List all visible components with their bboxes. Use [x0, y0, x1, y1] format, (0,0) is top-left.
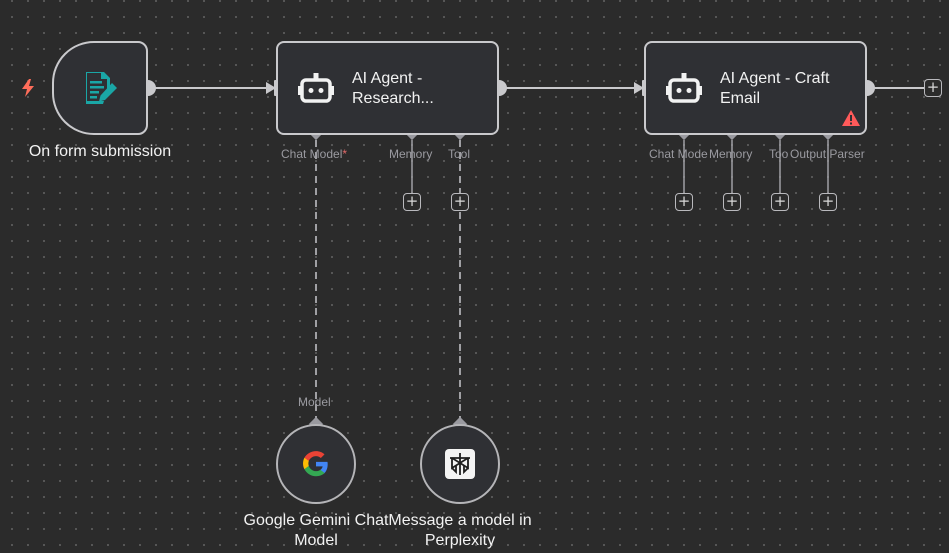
trigger-label: On form submission: [28, 143, 172, 160]
handle-label-output-parser: Output Parser: [790, 147, 865, 161]
add-tool-button[interactable]: +: [451, 193, 469, 211]
perplexity-message-node[interactable]: [420, 424, 500, 504]
perplexity-label: Message a model in Perplexity: [388, 512, 532, 549]
add-output-parser-button[interactable]: +: [819, 193, 837, 211]
add-memory-button[interactable]: +: [403, 193, 421, 211]
handle-label-model: Model: [298, 395, 331, 409]
agent-title: AI Agent - Craft Email: [720, 70, 830, 107]
handle-label-tool: Tool: [448, 147, 471, 161]
robot-icon: [666, 73, 702, 103]
agent-node-research[interactable]: AI Agent - Research...: [276, 41, 499, 135]
add-tool-button[interactable]: +: [771, 193, 789, 211]
handle-label-memory: Memory: [709, 147, 753, 161]
agent-title: AI Agent - Research...: [352, 70, 434, 107]
add-memory-button[interactable]: +: [723, 193, 741, 211]
perplexity-icon: [445, 449, 475, 479]
add-chat-model-button[interactable]: +: [675, 193, 693, 211]
warning-icon[interactable]: [842, 110, 860, 126]
handle-label-tool: Too: [769, 147, 789, 161]
arrow-head: [634, 82, 644, 94]
robot-icon: [298, 73, 334, 103]
agent-node-craft-email[interactable]: AI Agent - Craft Email: [644, 41, 867, 135]
add-next-node-button[interactable]: +: [924, 79, 942, 97]
lightning-bolt-icon: [22, 79, 34, 97]
gemini-label: Google Gemini Chat Model: [243, 512, 389, 549]
form-edit-icon: [86, 72, 117, 104]
handle-label-memory: Memory: [389, 147, 433, 161]
trigger-node-on-form-submission[interactable]: [52, 41, 148, 135]
handle-label-chat-model: Chat Model*: [281, 147, 348, 161]
handle-label-chat-model: Chat Mode: [649, 147, 708, 161]
google-g-icon: [303, 451, 328, 477]
arrow-head: [266, 82, 276, 94]
gemini-chat-model-node[interactable]: [276, 424, 356, 504]
sub-handles: [308, 125, 836, 432]
